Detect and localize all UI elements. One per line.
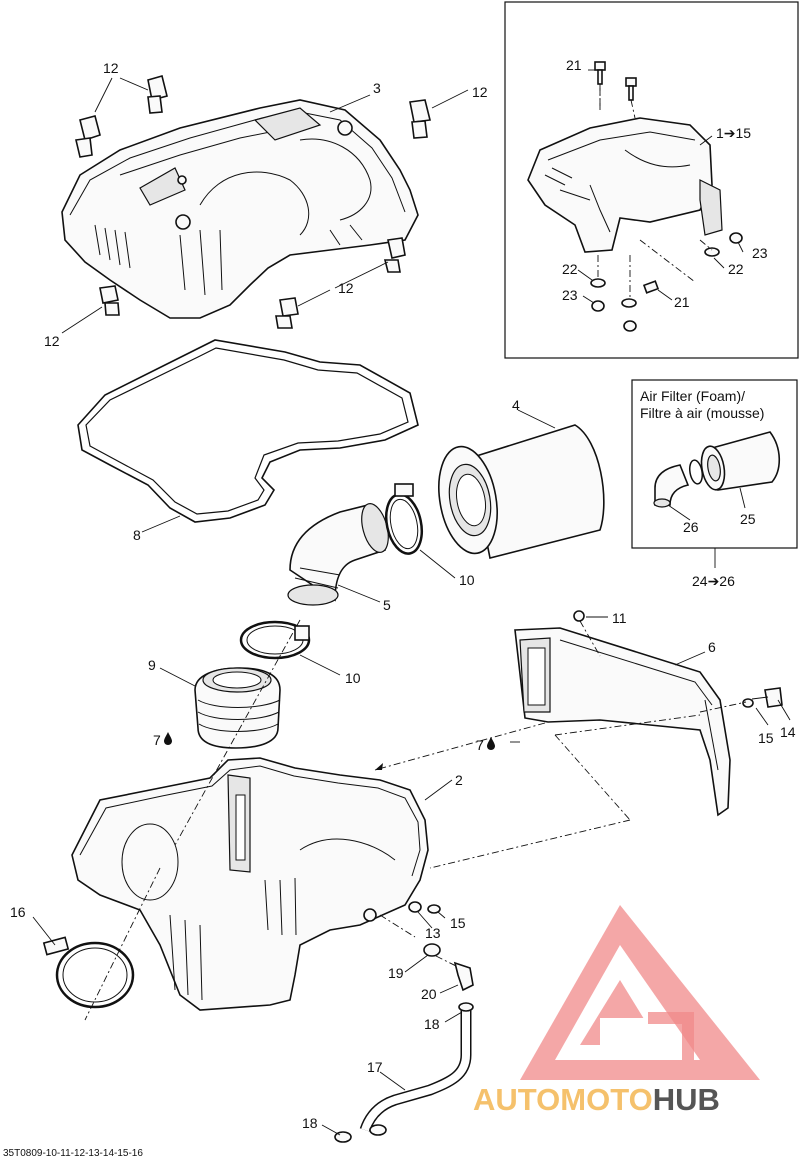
label-12: 12 bbox=[103, 60, 119, 76]
label-8: 8 bbox=[133, 527, 141, 543]
part-16-large-clamp bbox=[42, 936, 135, 1009]
label-18: 18 bbox=[424, 1016, 440, 1032]
assembly-lines bbox=[84, 88, 747, 1021]
inset-air-intake-assembly bbox=[527, 117, 723, 253]
filter-box-title-line1: Air Filter (Foam)/ bbox=[640, 388, 745, 404]
watermark-text-automoto: AUTOMOTOHUB bbox=[473, 1082, 720, 1117]
label-11: 11 bbox=[612, 610, 627, 626]
inset-box-assembly bbox=[504, 1, 799, 359]
label-5: 5 bbox=[383, 597, 391, 613]
part-labels: 12 12 12 12 3 4 8 5 10 10 9 11 6 7 7 2 1… bbox=[10, 57, 796, 1131]
part-5-elbow bbox=[287, 503, 389, 606]
label-14: 14 bbox=[780, 724, 796, 740]
label-24-26: 24➔26 bbox=[692, 573, 735, 589]
watermark-logo: AUTOMOTOHUB bbox=[473, 905, 760, 1117]
label-9: 9 bbox=[148, 657, 156, 673]
filter-box-title-line2: Filtre à air (mousse) bbox=[640, 405, 764, 421]
label-20: 20 bbox=[421, 986, 437, 1002]
label-10: 10 bbox=[459, 572, 475, 588]
label-1-15: 1➔15 bbox=[716, 125, 751, 141]
part-6-duct bbox=[514, 627, 731, 817]
label-12: 12 bbox=[338, 280, 354, 296]
oil-drop-icon bbox=[487, 737, 495, 750]
label-10: 10 bbox=[345, 670, 361, 686]
label-12: 12 bbox=[44, 333, 60, 349]
label-7: 7 bbox=[476, 737, 484, 753]
label-23: 23 bbox=[752, 245, 768, 261]
part-8-gasket bbox=[77, 339, 419, 523]
label-21: 21 bbox=[674, 294, 690, 310]
label-19: 19 bbox=[388, 965, 404, 981]
label-18: 18 bbox=[302, 1115, 318, 1131]
label-25: 25 bbox=[740, 511, 756, 527]
direction-arrow bbox=[375, 763, 383, 770]
part-17-hose bbox=[334, 1002, 474, 1143]
part-9-bellows bbox=[194, 667, 281, 749]
label-22: 22 bbox=[728, 261, 744, 277]
inset-box-foam-filter bbox=[631, 379, 798, 549]
label-3: 3 bbox=[373, 80, 381, 96]
label-13: 13 bbox=[425, 925, 441, 941]
label-15: 15 bbox=[758, 730, 774, 746]
foam-filter-small bbox=[653, 431, 781, 508]
label-21: 21 bbox=[566, 57, 582, 73]
label-26: 26 bbox=[683, 519, 699, 535]
label-2: 2 bbox=[455, 772, 463, 788]
drawing-reference: 35T0809-10-11-12-13-14-15-16 bbox=[3, 1148, 143, 1159]
label-4: 4 bbox=[512, 397, 520, 413]
label-16: 16 bbox=[10, 904, 26, 920]
label-7: 7 bbox=[153, 732, 161, 748]
label-6: 6 bbox=[708, 639, 716, 655]
part-2-airbox-base bbox=[71, 757, 429, 1011]
label-23: 23 bbox=[562, 287, 578, 303]
part-10-clamps bbox=[239, 483, 424, 660]
label-17: 17 bbox=[367, 1059, 383, 1075]
inset-hardware bbox=[590, 61, 743, 332]
label-15: 15 bbox=[450, 915, 466, 931]
oil-drop-icon bbox=[164, 732, 172, 745]
label-22: 22 bbox=[562, 261, 578, 277]
part-12-clips bbox=[75, 75, 431, 329]
small-fittings bbox=[408, 610, 783, 992]
part-3-top-cover bbox=[61, 99, 419, 319]
label-12: 12 bbox=[472, 84, 488, 100]
part-4-air-filter bbox=[438, 424, 605, 559]
leader-lines bbox=[32, 69, 791, 1136]
